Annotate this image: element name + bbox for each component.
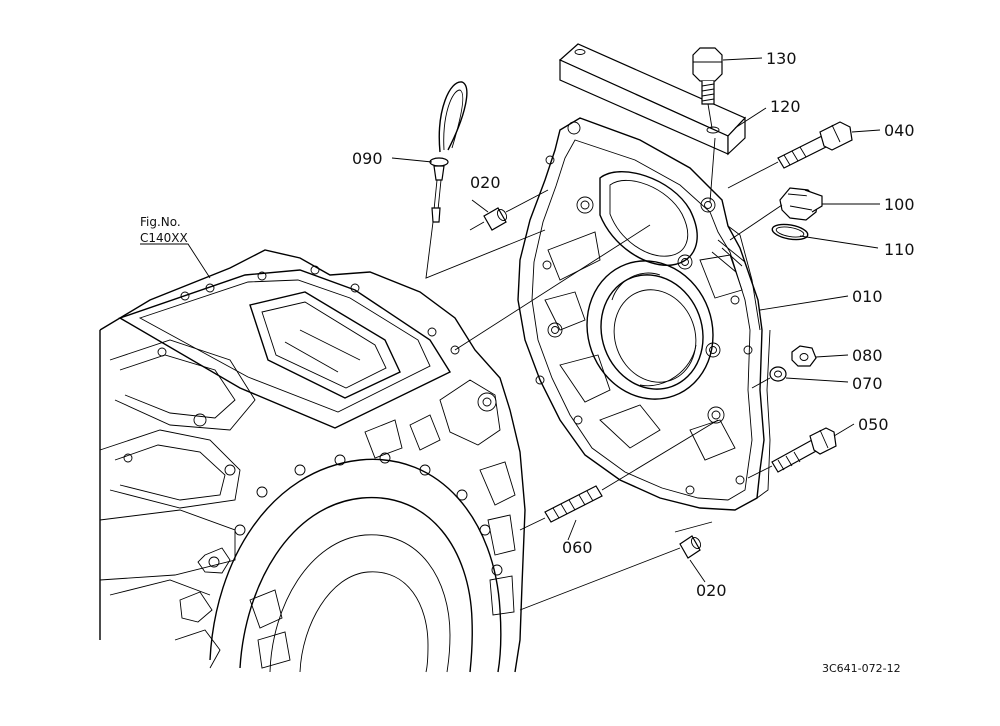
callout-040: 040 <box>884 121 915 140</box>
pin-lower <box>679 535 702 559</box>
callout-050: 050 <box>858 415 889 434</box>
callout-130: 130 <box>766 49 797 68</box>
callout-020-upper: 020 <box>470 173 501 192</box>
callout-100: 100 <box>884 195 915 214</box>
callout-060: 060 <box>562 538 593 557</box>
document-code: 3C641-072-12 <box>822 662 901 675</box>
callout-070: 070 <box>852 374 883 393</box>
callout-020-lower: 020 <box>696 581 727 600</box>
bolt-short <box>771 427 837 473</box>
callout-120: 120 <box>770 97 801 116</box>
callout-010: 010 <box>852 287 883 306</box>
callout-080: 080 <box>852 346 883 365</box>
fig-code-label: C140XX <box>140 231 188 245</box>
bracket-plate <box>558 43 747 156</box>
pin-upper <box>483 207 508 231</box>
callout-labels: 130 120 040 090 020 100 110 010 080 070 … <box>352 49 915 600</box>
nut <box>791 345 817 367</box>
figure-reference: Fig.No. C140XX <box>140 215 188 245</box>
filler-plug <box>779 187 823 221</box>
bolt-long <box>777 121 853 169</box>
leader-lines <box>140 103 783 611</box>
cover-plate <box>517 117 771 511</box>
plug-bolt <box>692 47 723 105</box>
stud <box>544 485 603 523</box>
callout-leaders <box>391 57 881 583</box>
washer <box>769 366 787 382</box>
transmission-case <box>99 249 526 673</box>
dipstick <box>429 81 468 223</box>
callout-090: 090 <box>352 149 383 168</box>
fig-no-label: Fig.No. <box>140 215 181 229</box>
o-ring <box>771 223 809 241</box>
callout-110: 110 <box>884 240 915 259</box>
